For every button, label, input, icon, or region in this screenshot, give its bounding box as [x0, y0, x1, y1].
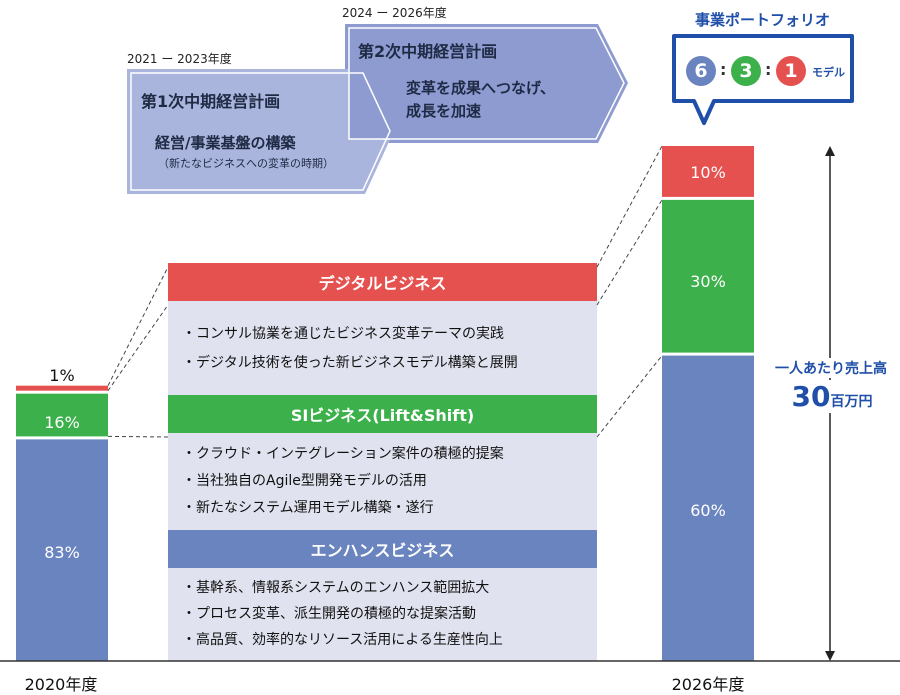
bar-2026-enhance-segment [662, 355, 754, 661]
enhance-bullet-1: 基幹系、情報系システムのエンハンス範囲拡大 [182, 577, 489, 597]
per-person-value-box: 30百万円 [782, 380, 882, 413]
ratio-sep-2: : [765, 60, 772, 79]
bar-2026-digital-segment [662, 146, 754, 197]
si-bullet-2: 当社独自のAgile型開発モデルの活用 [182, 470, 427, 490]
ratio-1-circle: 1 [776, 56, 806, 86]
per-person-value: 30 [791, 380, 831, 413]
bar-2020-enhance-segment [16, 439, 108, 661]
connector-left-enhance-si [107, 435, 169, 438]
per-person-label: 一人あたり売上高 [762, 358, 900, 378]
si-bullet-1: クラウド・インテグレーション案件の積極的提案 [182, 443, 504, 463]
bar-2020-si-segment [16, 393, 108, 437]
ratio-6-circle: 6 [686, 56, 716, 86]
portfolio-model-label: モデル [812, 66, 845, 79]
connector-left-si-digital-low [107, 304, 169, 391]
plan-2-arrow-inner [348, 27, 625, 140]
plan-1-note: （新たなビジネスへの変革の時期） [158, 157, 334, 170]
bar-2026-enhance-label: 60% [690, 501, 726, 520]
plan-2-text-2: 成長を加速 [406, 102, 482, 120]
plan-1-arrow-inner [130, 72, 391, 191]
arrow-down-icon [825, 651, 835, 661]
plan-1-text: 経営/事業基盤の構築 [155, 134, 296, 152]
arrow-up-icon [825, 146, 835, 156]
si-bullet-3: 新たなシステム運用モデル構築・遂行 [182, 497, 434, 517]
plan-1-title: 第1次中期経営計画 [141, 92, 281, 111]
connector-right-enhance-si [596, 355, 663, 438]
bar-2026-si-segment [662, 199, 754, 353]
enhance-bullet-3: 高品質、効率的なリソース活用による生産性向上 [182, 629, 503, 649]
si-business-panel: クラウド・インテグレーション案件の積極的提案 当社独自のAgile型開発モデルの… [168, 433, 597, 530]
per-person-unit: 百万円 [830, 394, 873, 410]
enhance-bullet-2: プロセス変革、派生開発の積極的な提案活動 [182, 603, 476, 623]
plan-2-period: 2024 ー 2026年度 [342, 6, 447, 20]
x-tick-2020: 2020年度 [24, 675, 98, 694]
digital-business-panel: コンサル協業を通じたビジネス変革テーマの実践 デジタル技術を使った新ビジネスモデ… [168, 301, 597, 395]
connector-left-digital-top [107, 266, 169, 386]
ratio-3-circle: 3 [731, 56, 761, 86]
plan-2-text-1: 変革を成果へつなげ、 [406, 79, 555, 97]
bar-2026-digital-label: 10% [690, 163, 726, 182]
digital-business-header: デジタルビジネス [168, 263, 597, 301]
digital-bullet-2: デジタル技術を使った新ビジネスモデル構築と展開 [182, 352, 518, 372]
bar-2026-si-label: 30% [690, 272, 726, 291]
bar-2020-enhance-label: 83% [44, 543, 80, 562]
enhance-business-header: エンハンスビジネス [168, 530, 597, 568]
connector-right-digital-top [596, 145, 663, 268]
bar-2020-si-label: 16% [44, 413, 80, 432]
bar-2020-digital-segment [16, 385, 108, 391]
plan-1-arrow [127, 69, 394, 194]
portfolio-title: 事業ポートフォリオ [694, 11, 830, 29]
bar-2020-digital-label: 1% [49, 366, 75, 385]
plan-1-period: 2021 ー 2023年度 [127, 52, 232, 66]
ratio-sep-1: : [720, 60, 727, 79]
x-tick-2026: 2026年度 [671, 675, 745, 694]
si-business-header: SIビジネス(Lift&Shift) [168, 395, 597, 433]
enhance-business-panel: 基幹系、情報系システムのエンハンス範囲拡大 プロセス変革、派生開発の積極的な提案… [168, 568, 597, 661]
digital-bullet-1: コンサル協業を通じたビジネス変革テーマの実践 [182, 323, 504, 343]
connector-right-si-digital-low [596, 199, 663, 306]
portfolio-callout [672, 34, 854, 125]
plan-2-title: 第2次中期経営計画 [358, 42, 498, 61]
